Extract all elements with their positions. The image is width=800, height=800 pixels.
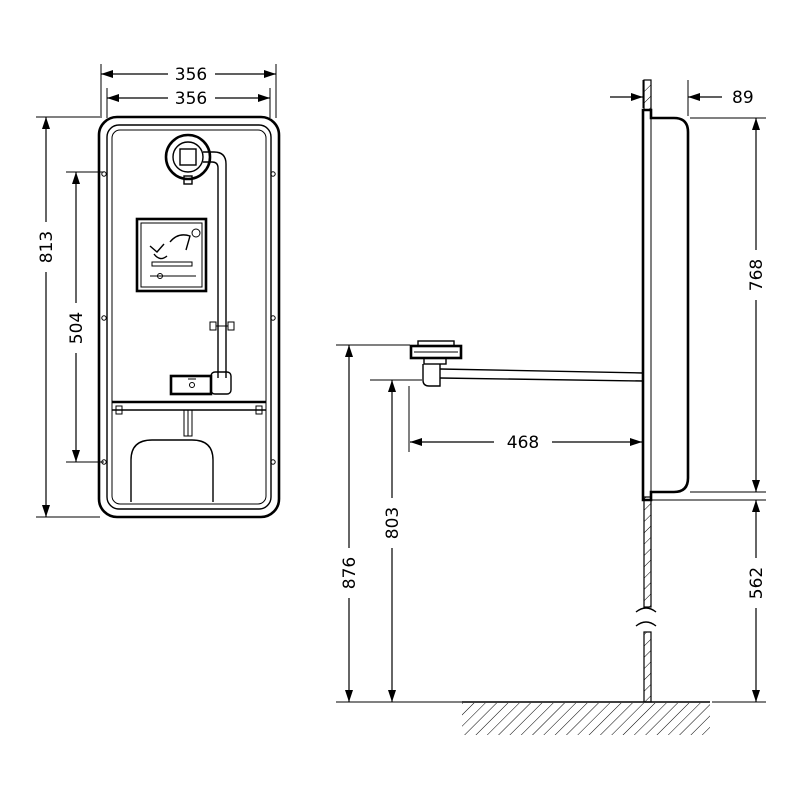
valve-handle [169, 371, 232, 396]
wall-bottom [643, 631, 652, 703]
dim-width-outer: 356 [175, 65, 207, 85]
drain-basin [130, 439, 214, 502]
wall-upper [643, 79, 652, 111]
spray-head-icon [164, 133, 227, 378]
cabinet-side-profile [641, 108, 690, 502]
wall-break-mark [635, 607, 657, 627]
dim-arm-reach: 468 [507, 433, 539, 453]
drain-shelf [112, 400, 266, 437]
dim-height-upper: 504 [67, 312, 87, 344]
dim-outlet-height: 803 [383, 507, 403, 539]
dim-bottom-height: 562 [747, 567, 767, 599]
eyewash-sign-icon [135, 217, 208, 293]
spray-head-side-icon [409, 340, 463, 365]
dim-nozzle-height: 876 [340, 557, 360, 589]
dim-cabinet-height: 768 [747, 259, 767, 291]
pipe-clips [209, 321, 235, 331]
cabinet-panel [111, 129, 267, 505]
wall-lower [643, 496, 652, 608]
swing-arm-pipe [422, 364, 644, 387]
floor-hatch [462, 703, 710, 735]
front-view [97, 115, 281, 519]
dim-depth: 89 [732, 88, 754, 108]
side-view-dimensions: 89 768 562 468 876 [336, 80, 767, 703]
front-view-dimensions: 356 356 813 504 [36, 64, 277, 518]
dim-width-inner: 356 [175, 89, 207, 109]
dim-height-total: 813 [37, 231, 57, 263]
side-view [409, 79, 710, 735]
cabinet-outer-frame [97, 115, 281, 519]
